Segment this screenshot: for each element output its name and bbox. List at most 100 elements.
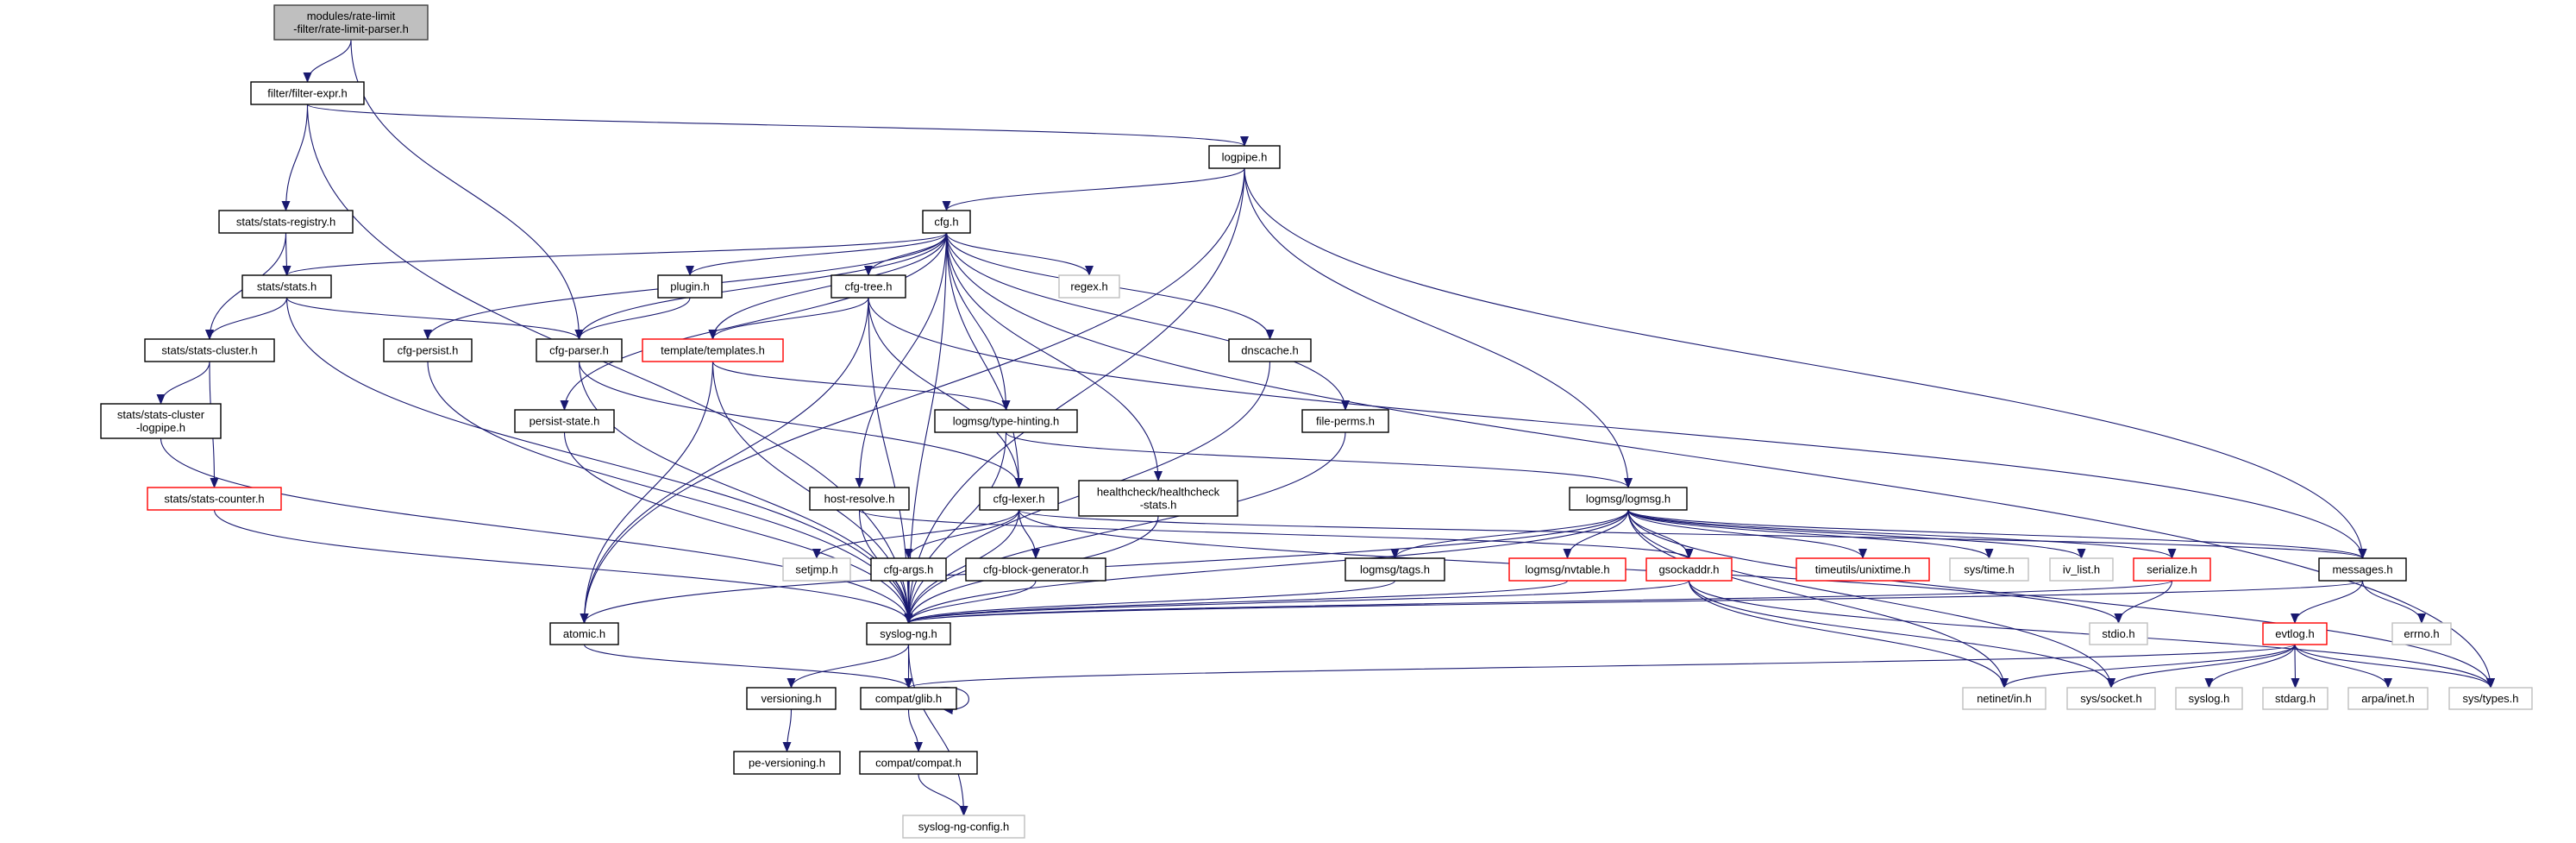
node-stdio[interactable]: stdio.h [2089,622,2148,645]
node-peversioning[interactable]: pe-versioning.h [733,751,841,775]
node-hostresolve[interactable]: host-resolve.h [809,487,910,511]
node-box [2448,687,2533,710]
node-typehinting[interactable]: logmsg/type-hinting.h [934,409,1078,433]
edge-evtlog-to-systypes [2294,644,2495,689]
edge-cfgtree-to-cfglexer [868,297,1024,488]
node-healthcheck[interactable]: healthcheck/healthcheck-stats.h [1078,480,1238,517]
edge-logpipe-to-atomic [580,167,1245,624]
node-nvtable[interactable]: logmsg/nvtable.h [1508,557,1626,582]
node-label: evtlog.h [2275,627,2315,640]
node-systime[interactable]: sys/time.h [1949,557,2029,582]
node-box [273,4,429,41]
node-setjmp[interactable]: setjmp.h [782,557,851,582]
node-box [860,687,957,710]
node-messages[interactable]: messages.h [2318,557,2407,582]
node-fileperms[interactable]: file-perms.h [1301,409,1389,433]
node-box [100,403,222,439]
node-statscounter[interactable]: stats/stats-counter.h [147,487,282,511]
node-cfg[interactable]: cfg.h [922,210,971,234]
node-filterexpr[interactable]: filter/filter-expr.h [250,81,365,105]
node-label: atomic.h [563,627,605,640]
node-glib[interactable]: compat/glib.h [860,687,957,710]
edge-evtlog-to-syslogh [2204,644,2296,689]
node-cfgpersist[interactable]: cfg-persist.h [383,338,473,362]
node-errno[interactable]: errno.h [2391,622,2452,645]
edge-cfg-to-cfglexer [945,232,1024,488]
node-label: modules/rate-limit [307,9,396,22]
node-config[interactable]: syslog-ng-config.h [902,815,1025,839]
node-cfgblock[interactable]: cfg-block-generator.h [965,557,1106,582]
node-logmsg[interactable]: logmsg/logmsg.h [1569,487,1688,511]
node-label: host-resolve.h [824,493,895,506]
node-box [2133,557,2211,582]
edge-cfgtree-to-atomic [580,297,869,624]
node-tags[interactable]: logmsg/tags.h [1344,557,1445,582]
node-box [866,622,951,645]
node-cfgparser[interactable]: cfg-parser.h [536,338,623,362]
node-plugin[interactable]: plugin.h [657,274,723,299]
node-box [733,751,841,775]
node-logpipe[interactable]: logpipe.h [1208,145,1281,169]
node-label: cfg.h [934,216,958,229]
node-box [2347,687,2429,710]
node-cfgargs[interactable]: cfg-args.h [870,557,947,582]
node-label: logmsg/type-hinting.h [953,415,1060,428]
node-cfglexer[interactable]: cfg-lexer.h [979,487,1059,511]
node-label: cfg-tree.h [845,280,893,293]
node-atomic[interactable]: atomic.h [549,622,619,645]
edge-stats-to-cfgparser [285,297,584,340]
edge-messages-to-errno [2361,580,2426,624]
node-label: healthcheck/healthcheck [1097,486,1220,499]
node-label: sys/socket.h [2080,692,2142,705]
node-serialize[interactable]: serialize.h [2133,557,2211,582]
node-dnscache[interactable]: dnscache.h [1228,338,1312,362]
node-regex[interactable]: regex.h [1058,274,1120,299]
node-syslogng[interactable]: syslog-ng.h [866,622,951,645]
node-label: stdarg.h [2275,692,2316,705]
node-label: iv_list.h [2063,563,2100,576]
edge-glib-to-compat [907,708,923,752]
node-parser: modules/rate-limit-filter/rate-limit-par… [273,4,429,41]
edge-evtlog-to-arpainet [2294,644,2392,689]
edge-cfg-to-typehinting [945,232,1011,411]
node-statsreg[interactable]: stats/stats-registry.h [218,210,354,234]
node-unixtime[interactable]: timeutils/unixtime.h [1796,557,1930,582]
edge-logmsg-to-syssocket [1627,509,2115,689]
edge-gsockaddr-to-syssocket [1688,580,2115,689]
node-evtlog[interactable]: evtlog.h [2262,622,2328,645]
edge-persiststate-to-syslogng [563,431,913,624]
edge-logmsg-to-systime [1627,509,1994,559]
edge-templates-to-typehinting [711,361,1011,411]
edge-cfg-to-healthcheck [945,232,1163,481]
node-arpainet[interactable]: arpa/inet.h [2347,687,2429,710]
node-label: dnscache.h [1241,344,1299,357]
edge-parser-to-filterexpr [303,39,352,83]
node-label: logpipe.h [1222,151,1268,164]
node-templates[interactable]: template/templates.h [642,338,784,362]
edge-compat-to-config [918,773,968,816]
node-ivlist[interactable]: iv_list.h [2049,557,2114,582]
node-box [2262,622,2328,645]
node-syslogh[interactable]: syslog.h [2175,687,2243,710]
node-stats[interactable]: stats/stats.h [241,274,332,299]
node-netinet[interactable]: netinet/in.h [1962,687,2046,710]
edge-atomic-to-glib [583,644,913,689]
edge-logmsg-to-ivlist [1627,509,2086,559]
node-label: errno.h [2404,627,2439,640]
node-label: stats/stats.h [257,280,317,293]
node-versioning[interactable]: versioning.h [746,687,837,710]
node-systypes[interactable]: sys/types.h [2448,687,2533,710]
edge-filterexpr-to-statsreg [281,104,309,211]
edge-logmsg-to-tags [1390,509,1629,559]
node-cfgtree[interactable]: cfg-tree.h [830,274,906,299]
node-label: syslog-ng-config.h [918,821,1010,834]
node-syssocket[interactable]: sys/socket.h [2066,687,2156,710]
node-box [782,557,851,582]
node-stdarg[interactable]: stdarg.h [2262,687,2328,710]
edge-logmsg-to-atomic [580,509,1629,624]
node-statsclusterlogpipe[interactable]: stats/stats-cluster-logpipe.h [100,403,222,439]
node-gsockaddr[interactable]: gsockaddr.h [1645,557,1733,582]
node-persiststate[interactable]: persist-state.h [514,409,615,433]
node-compat[interactable]: compat/compat.h [859,751,978,775]
node-statscluster[interactable]: stats/stats-cluster.h [144,338,275,362]
